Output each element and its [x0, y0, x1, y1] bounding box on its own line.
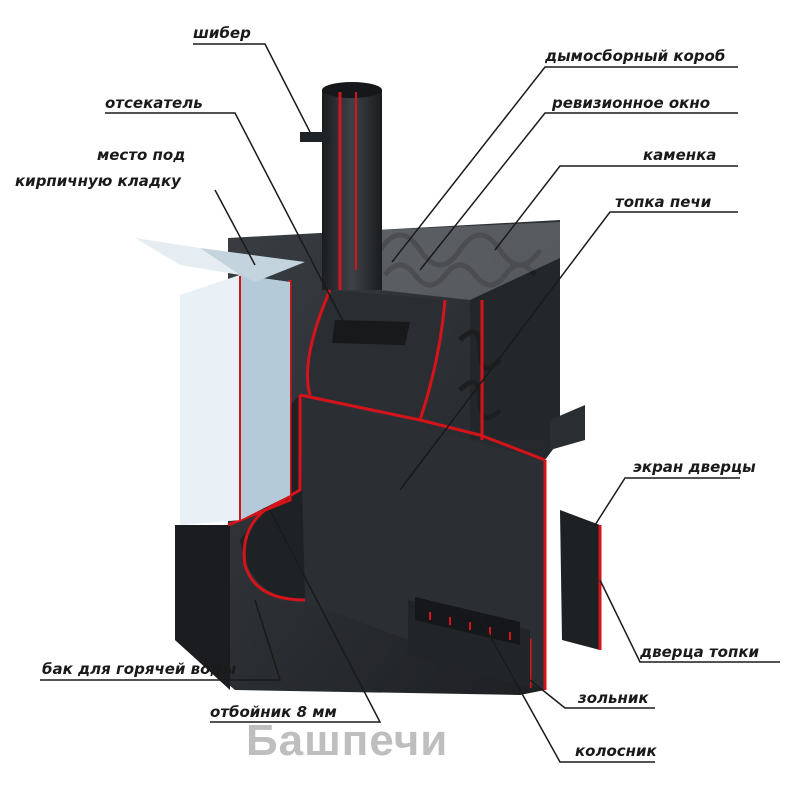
firebox-door [550, 405, 602, 650]
chimney [300, 82, 382, 290]
label-bak: бак для горячей воды [42, 660, 237, 678]
shiber-handle [300, 132, 330, 142]
label-zolnik: зольник [578, 689, 649, 707]
label-mesto-pod: место под [97, 146, 186, 164]
label-kolosnik: колосник [575, 742, 657, 760]
label-otsekatel: отсекатель [105, 94, 203, 112]
logo-bashpechi: Башпечи [246, 716, 449, 765]
label-dymosborny-korob: дымосборный короб [545, 47, 726, 65]
leader-lines [40, 43, 780, 763]
label-kirpichnuyu-kladku: кирпичную кладку [15, 172, 181, 190]
smoke-box [306, 289, 447, 421]
label-shiber: шибер [193, 24, 251, 42]
ash-pan [408, 597, 530, 688]
label-dvertsa-topki: дверца топки [640, 643, 760, 661]
label-revizionnoe-okno: ревизионное окно [552, 94, 711, 112]
label-topka-pechi: топка печи [615, 193, 712, 211]
kamenka-top [380, 222, 560, 300]
label-otboynik: отбойник 8 мм [210, 703, 337, 721]
water-tank [135, 238, 305, 525]
label-ekran-dvertsy: экран дверцы [633, 458, 756, 476]
kamenka-lattice [377, 232, 543, 421]
label-kamenka: каменка [643, 146, 717, 164]
